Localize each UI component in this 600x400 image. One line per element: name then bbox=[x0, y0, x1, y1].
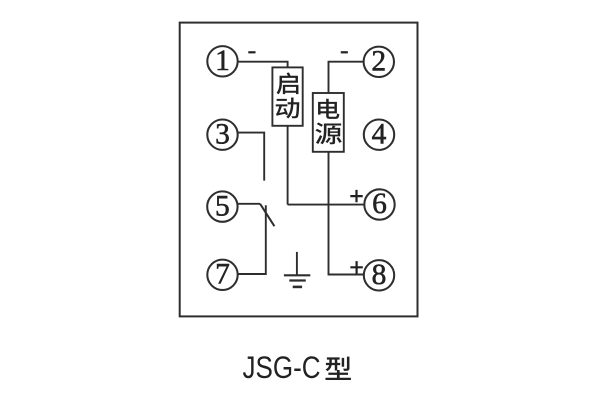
svg-text:4: 4 bbox=[372, 118, 387, 150]
svg-text:2: 2 bbox=[371, 46, 386, 78]
svg-text:7: 7 bbox=[215, 259, 230, 291]
svg-text:JSG-C: JSG-C bbox=[243, 349, 321, 385]
svg-text:8: 8 bbox=[372, 259, 387, 291]
svg-text:6: 6 bbox=[372, 188, 387, 220]
svg-text:1: 1 bbox=[215, 45, 230, 77]
svg-text:5: 5 bbox=[215, 190, 230, 222]
svg-text:3: 3 bbox=[215, 118, 230, 150]
